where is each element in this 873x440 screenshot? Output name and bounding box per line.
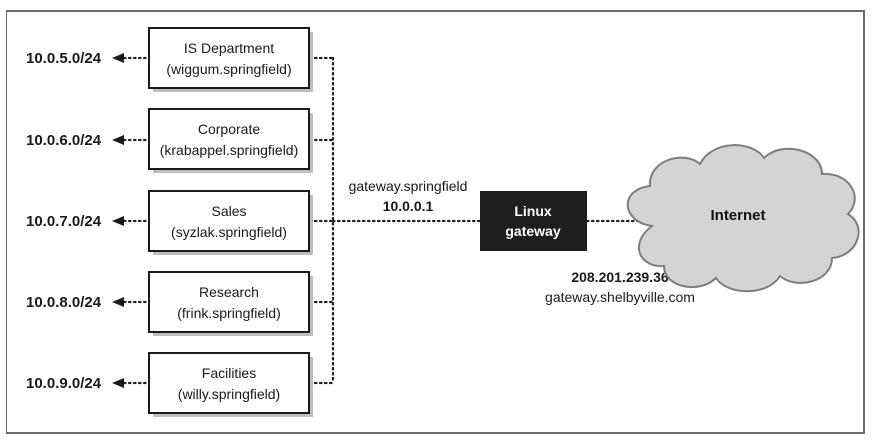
linux-gateway-box	[480, 191, 587, 251]
network-label-4: 10.0.9.0/24	[26, 375, 102, 392]
arrowhead-1	[112, 135, 124, 145]
network-label-3: 10.0.8.0/24	[26, 294, 102, 311]
gateway-outside-name: gateway.shelbyville.com	[545, 289, 695, 305]
department-name: Sales	[211, 203, 246, 219]
department-box-1: Corporate (krabappel.springfield)	[148, 108, 313, 173]
department-name: Corporate	[198, 121, 260, 137]
department-box-4: Facilities (willy.springfield)	[148, 352, 313, 417]
arrowhead-3	[112, 297, 124, 307]
linux-gateway-label-line1: Linux	[514, 203, 552, 219]
network-label-2: 10.0.7.0/24	[26, 213, 102, 230]
internet-cloud: Internet	[626, 144, 860, 293]
department-host: (krabappel.springfield)	[160, 142, 299, 158]
department-host: (frink.springfield)	[177, 305, 280, 321]
department-host: (syzlak.springfield)	[171, 224, 287, 240]
network-label-0: 10.0.5.0/24	[26, 50, 102, 67]
department-box-frame	[148, 271, 310, 333]
department-host: (willy.springfield)	[178, 386, 280, 402]
department-box-frame	[148, 352, 310, 414]
network-label-1: 10.0.6.0/24	[26, 132, 102, 149]
arrowhead-0	[112, 53, 124, 63]
gateway-outside-ip: 208.201.239.36	[571, 269, 669, 285]
department-box-frame	[148, 190, 310, 252]
arrowhead-4	[112, 378, 124, 388]
gateway-inside-ip: 10.0.0.1	[383, 198, 434, 214]
department-name: Facilities	[202, 365, 256, 381]
network-labels: 10.0.5.0/24 10.0.6.0/24 10.0.7.0/24 10.0…	[26, 50, 102, 392]
department-name: Research	[199, 284, 259, 300]
department-box-2: Sales (syzlak.springfield)	[148, 190, 313, 255]
department-box-frame	[148, 108, 310, 170]
cloud-icon	[626, 144, 860, 293]
linux-gateway: Linux gateway	[480, 191, 587, 251]
gateway-inside-name: gateway.springfield	[349, 178, 468, 194]
department-box-frame	[148, 27, 310, 89]
department-host: (wiggum.springfield)	[166, 61, 291, 77]
linux-gateway-label-line2: gateway	[505, 223, 560, 239]
department-box-3: Research (frink.springfield)	[148, 271, 313, 336]
department-box-0: IS Department (wiggum.springfield)	[148, 27, 313, 92]
internet-label: Internet	[710, 207, 765, 224]
arrowhead-2	[112, 216, 124, 226]
department-name: IS Department	[184, 40, 274, 56]
connection-lines	[112, 53, 642, 388]
